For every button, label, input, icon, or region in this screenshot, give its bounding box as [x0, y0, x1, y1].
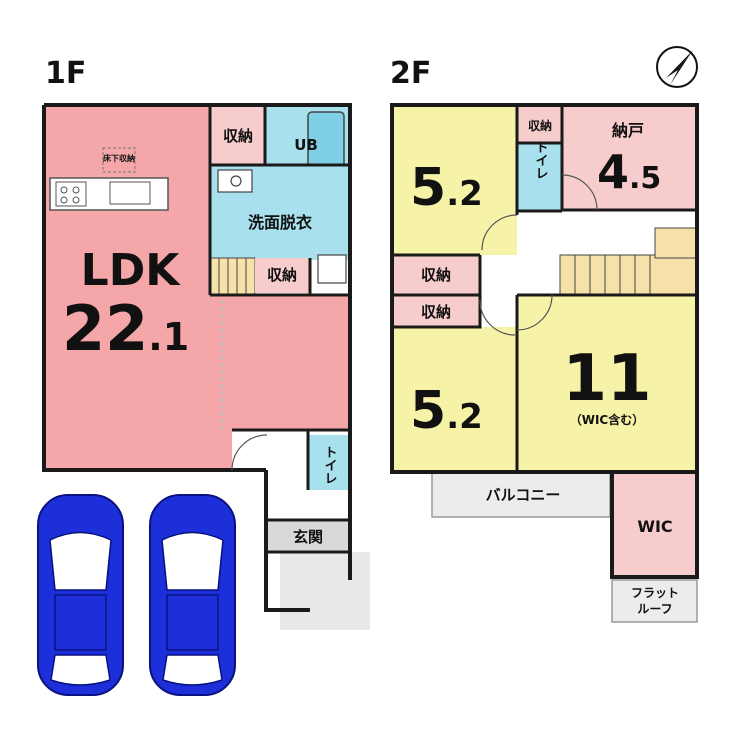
room-storage-1f-top — [210, 105, 265, 165]
room-toilet-2f — [517, 143, 562, 211]
label-wic: WIC — [637, 517, 672, 536]
label-toilet-2f: トイレ — [533, 141, 549, 180]
label-toilet-1f: トイレ — [322, 446, 338, 485]
room-wic — [612, 472, 697, 577]
room-western-a — [392, 105, 517, 255]
label-storage-1f-top: 収納 — [223, 127, 253, 145]
room-storage-2f-small — [517, 105, 562, 143]
label-flat-roof-1: フラット — [631, 586, 679, 600]
label-storage-2f-a: 収納 — [421, 266, 451, 284]
room-closet — [562, 105, 697, 210]
label-underfloor: 床下収納 — [103, 153, 135, 163]
label-closet-name: 納戸 — [612, 121, 644, 140]
label-ldk: LDK — [81, 245, 182, 296]
label-washroom: 洗面脱衣 — [248, 213, 312, 232]
room-master — [517, 295, 697, 472]
room-storage-2f-a — [392, 255, 480, 295]
label-master-size: 11 — [562, 342, 651, 416]
room-ldk-ext — [228, 295, 350, 430]
stairs-icon — [559, 227, 698, 296]
label-storage-1f-mid: 収納 — [267, 266, 297, 284]
label-entrance: 玄関 — [293, 528, 323, 546]
label-ub: UB — [294, 136, 318, 154]
room-toilet-1f — [308, 435, 350, 490]
room-balcony — [431, 471, 611, 518]
label-storage-2f-small: 収納 — [528, 118, 552, 133]
floor-label-2f: 2F — [390, 56, 431, 91]
label-flat-roof-2: ルーフ — [637, 602, 672, 616]
room-storage-2f-b — [392, 295, 480, 327]
door-icon — [231, 174, 598, 471]
floor-label-1f: 1F — [45, 56, 86, 91]
room-storage-1f-mid — [255, 258, 310, 293]
car-icon — [37, 494, 124, 696]
label-storage-2f-b: 収納 — [421, 303, 451, 321]
north-compass-icon — [656, 46, 698, 88]
label-western-b-size: 5.2 — [410, 381, 483, 441]
label-closet-size: 4.5 — [597, 145, 661, 199]
room-entrance — [266, 520, 350, 552]
room-flat-roof — [611, 579, 698, 623]
label-ldk-size: 22.1 — [62, 292, 189, 365]
label-balcony: バルコニー — [486, 486, 561, 504]
label-master-note: （WIC含む） — [570, 412, 645, 427]
car-icon — [149, 494, 236, 696]
label-western-a-size: 5.2 — [410, 158, 483, 218]
stairs-icon — [209, 257, 256, 296]
room-western-b — [392, 327, 517, 472]
